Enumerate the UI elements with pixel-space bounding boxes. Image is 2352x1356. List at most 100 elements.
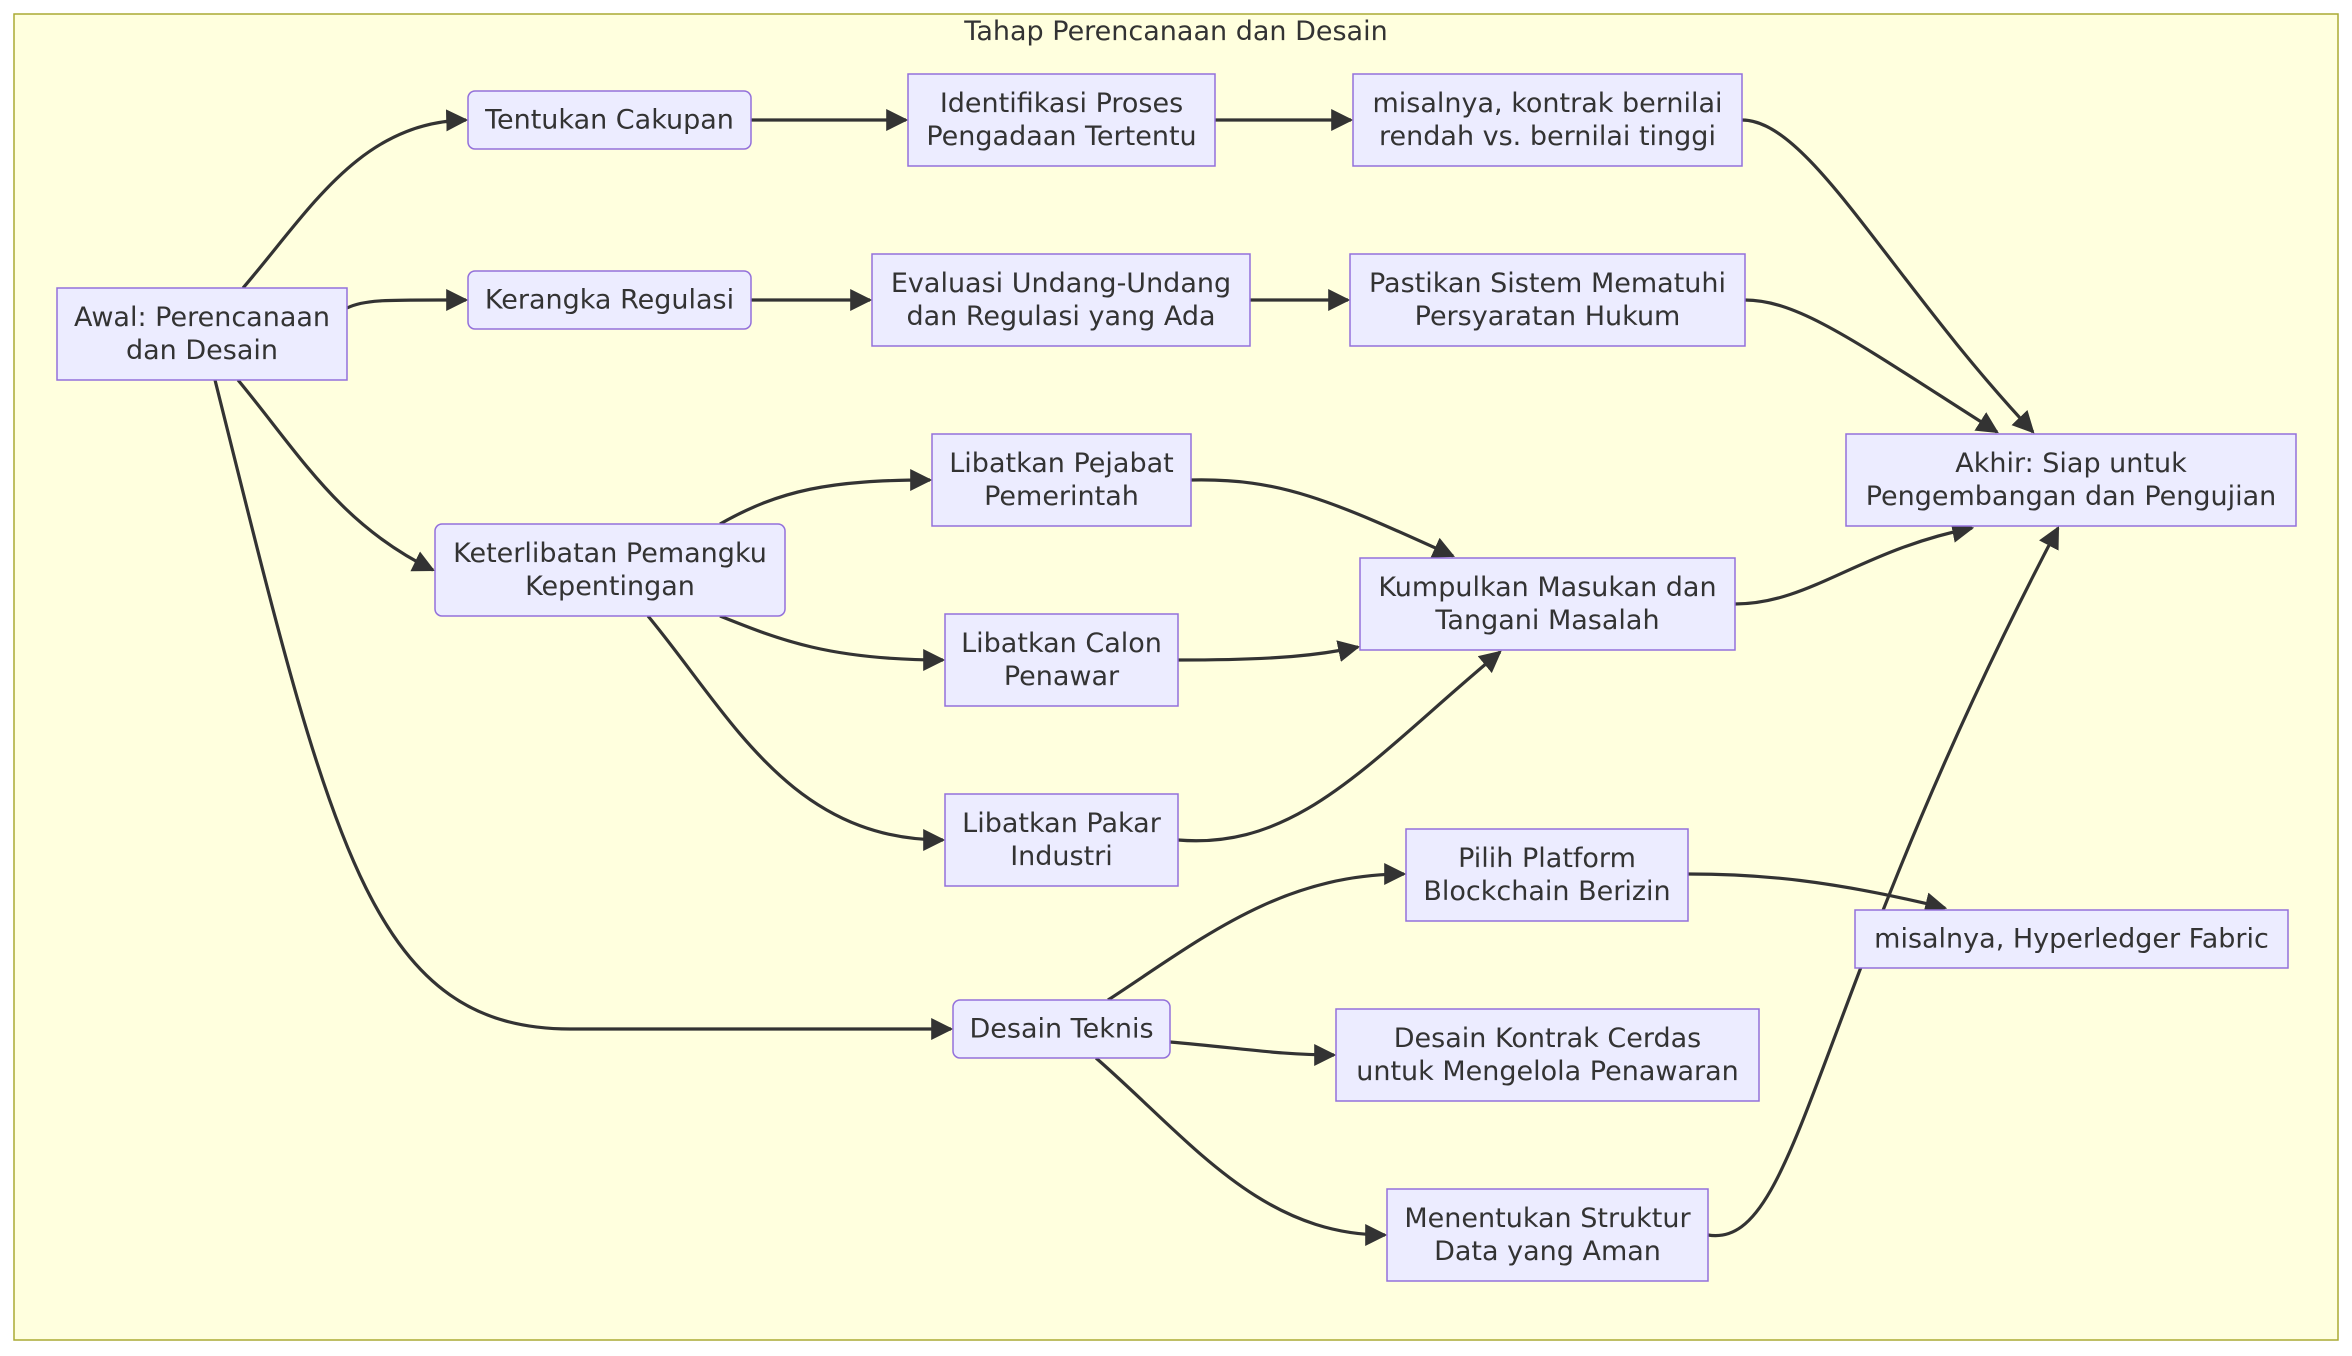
edge-arrow (1744, 298, 1999, 434)
node-box (467, 270, 752, 330)
node-box (952, 999, 1171, 1059)
node-label-line: Kumpulkan Masukan dan (1378, 572, 1716, 603)
edge-kumpulkan-to-akhir (1734, 521, 1975, 606)
edge-arrow (1169, 1040, 1337, 1066)
node-label-line: Pengadaan Tertentu (926, 121, 1196, 152)
edge-desain-teknis-to-struktur-data (1094, 1056, 1388, 1246)
edge-arrow (1707, 526, 2060, 1238)
node-label-line: Keterlibatan Pemangku (453, 538, 767, 569)
edge-arrow (1107, 863, 1407, 1002)
node-label-line: Libatkan Pakar (962, 808, 1162, 839)
edge-keterlibatan-to-pakar (646, 614, 946, 851)
edge-arrow (346, 288, 469, 311)
node-box (434, 523, 786, 617)
edge-struktur-data-to-akhir (1707, 526, 2060, 1238)
edge-awal-to-keterlibatan (236, 378, 435, 572)
edge-arrow (1741, 118, 2035, 434)
node-label-line: Desain Kontrak Cerdas (1394, 1023, 1702, 1054)
node-box (944, 793, 1179, 887)
edge-awal-to-desain-teknis (213, 379, 954, 1040)
node-box (907, 73, 1216, 167)
node-box (1405, 828, 1689, 922)
node-label-line: Menentukan Struktur (1404, 1203, 1691, 1234)
node-label-line: dan Regulasi yang Ada (906, 301, 1215, 332)
edge-kontrak-nilai-to-akhir (1741, 118, 2035, 434)
edge-keterlibatan-to-calon (719, 614, 946, 671)
edge-calon-to-kumpulkan (1177, 640, 1361, 662)
edge-arrow (719, 469, 933, 526)
edge-desain-teknis-to-pilih-platform (1107, 863, 1407, 1002)
node-label-line: Penawar (1004, 661, 1120, 692)
edge-arrow (241, 109, 469, 290)
node-label-line: Industri (1010, 841, 1113, 872)
node-box (1352, 73, 1743, 167)
node-label-line: misalnya, kontrak bernilai (1372, 88, 1722, 119)
node-desain-teknis[interactable]: Desain Teknis (952, 999, 1171, 1059)
node-label-line: Pilih Platform (1458, 843, 1636, 874)
node-label-line: untuk Mengelola Penawaran (1356, 1056, 1739, 1087)
node-label-line: Pengembangan dan Pengujian (1866, 481, 2277, 512)
edge-arrow (1094, 1056, 1388, 1246)
edge-arrow (236, 378, 435, 572)
node-box (1335, 1008, 1760, 1102)
node-label-line: Identifikasi Proses (940, 88, 1183, 119)
node-box (467, 90, 752, 150)
edge-keterlibatan-to-pejabat (719, 469, 933, 526)
node-box (56, 287, 348, 381)
node-label-line: Tentukan Cakupan (484, 105, 734, 136)
edge-awal-to-kerangka (346, 288, 469, 311)
node-label-line: Awal: Perencanaan (74, 302, 330, 333)
edge-arrow (646, 614, 946, 851)
node-label-line: Evaluasi Undang-Undang (891, 268, 1231, 299)
edge-arrow (1177, 640, 1361, 662)
node-tentukan[interactable]: Tentukan Cakupan (467, 90, 752, 150)
edge-arrow (1687, 872, 1948, 915)
node-box (944, 613, 1179, 707)
node-box (931, 433, 1192, 527)
node-label-line: Libatkan Calon (961, 628, 1162, 659)
edge-arrow (1190, 478, 1456, 558)
node-box (1854, 909, 2289, 969)
node-label-line: Libatkan Pejabat (949, 448, 1173, 479)
edge-awal-to-tentukan (241, 109, 469, 290)
node-box (1359, 557, 1736, 651)
cluster-title: Tahap Perencanaan dan Desain (963, 16, 1387, 47)
node-label-line: Pastikan Sistem Mematuhi (1369, 268, 1726, 299)
node-label-line: Pemerintah (984, 481, 1139, 512)
edge-arrow (719, 614, 946, 671)
edge-pejabat-to-kumpulkan (1190, 478, 1456, 558)
edge-desain-teknis-to-kontrak-cerdas (1169, 1040, 1337, 1066)
edge-arrow (213, 379, 954, 1040)
node-label-line: dan Desain (126, 335, 278, 366)
node-box (1386, 1188, 1709, 1282)
node-label-line: Blockchain Berizin (1423, 876, 1670, 907)
node-label-line: Desain Teknis (969, 1014, 1153, 1045)
node-label-line: Persyaratan Hukum (1415, 301, 1681, 332)
edge-arrow (1734, 521, 1975, 606)
node-label-line: Akhir: Siap untuk (1955, 448, 2187, 479)
node-hyperledger[interactable]: misalnya, Hyperledger Fabric (1854, 909, 2289, 969)
node-kerangka[interactable]: Kerangka Regulasi (467, 270, 752, 330)
edge-pilih-platform-to-hyperledger (1687, 872, 1948, 915)
node-box (1349, 253, 1746, 347)
node-label-line: Tangani Masalah (1434, 605, 1659, 636)
node-label-line: Kerangka Regulasi (485, 285, 734, 316)
edges-layer (213, 109, 2060, 1246)
edge-pakar-to-kumpulkan (1177, 650, 1502, 843)
